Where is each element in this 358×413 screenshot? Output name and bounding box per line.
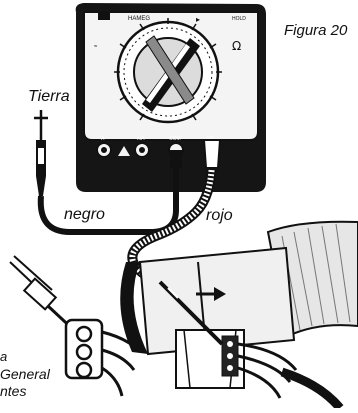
- meter-hold-label: HOLD: [232, 16, 246, 22]
- black-lead-plug: [170, 150, 182, 168]
- caption-line-1: a: [0, 350, 7, 363]
- connector-pin-2: [77, 345, 91, 359]
- jack-a-hole-icon: [101, 147, 107, 153]
- jack-ma-hole-icon: [139, 147, 145, 153]
- meter-indicator-tab: [98, 12, 110, 20]
- diode-symbol-icon: ▸: [196, 15, 200, 24]
- caption-line-2: General: [0, 367, 50, 381]
- red-lead-label: rojo: [206, 207, 233, 225]
- jack-com-label: COM: [169, 136, 181, 142]
- connector-pin-3: [77, 363, 91, 377]
- ground-probe-icon: [34, 110, 48, 196]
- black-lead-label: negro: [64, 206, 105, 224]
- ohm-symbol-icon: Ω: [232, 39, 241, 53]
- figure-title: Figura 20: [284, 22, 347, 39]
- meter-brand: HAMEG: [128, 16, 150, 22]
- red-lead-plug: [204, 140, 220, 168]
- ground-label: Tierra: [28, 88, 70, 106]
- air-duct: [120, 222, 358, 408]
- jack-ma-label: mA: [137, 136, 145, 142]
- caption-line-3: ntes: [0, 384, 26, 398]
- connector-pin-1: [77, 327, 91, 341]
